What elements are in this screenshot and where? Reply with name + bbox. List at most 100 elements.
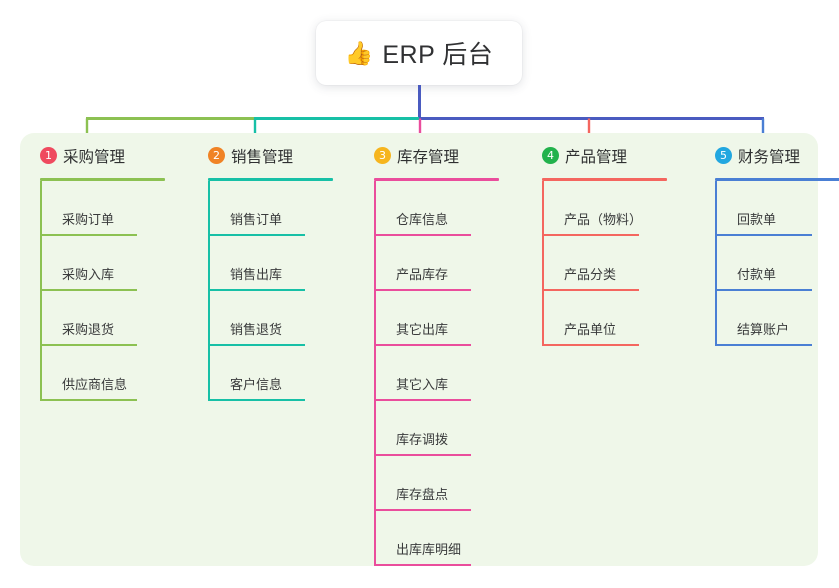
list-item[interactable]: 结算账户 [715, 291, 839, 346]
list-item[interactable]: 付款单 [715, 236, 839, 291]
item-underline [374, 509, 471, 511]
item-spine [715, 291, 717, 346]
item-underline [208, 399, 305, 401]
branch-number-badge: 2 [208, 147, 225, 164]
item-underline [40, 289, 137, 291]
branch-item-list: 回款单付款单结算账户 [715, 181, 839, 346]
item-spine [374, 511, 376, 566]
branch-column-3: 3 库存管理仓库信息产品库存其它出库其它入库库存调拨库存盘点出库库明细 [354, 133, 514, 566]
item-underline [374, 344, 471, 346]
branch-columns: 1 采购管理采购订单采购入库采购退货供应商信息 2 销售管理销售订单销售出库销售退货客… [20, 133, 839, 566]
item-label: 销售订单 [230, 212, 283, 227]
item-underline [542, 344, 639, 346]
item-label: 仓库信息 [396, 212, 449, 227]
item-underline [374, 289, 471, 291]
list-item[interactable]: 产品单位 [542, 291, 682, 346]
item-label: 库存盘点 [396, 487, 449, 502]
root-node-erp-backend[interactable]: 👍 ERP 后台 [316, 21, 522, 85]
branch-title: 采购管理 [63, 148, 126, 166]
root-node-title: ERP 后台 [382, 41, 494, 69]
item-underline [374, 234, 471, 236]
branch-item-list: 采购订单采购入库采购退货供应商信息 [40, 181, 180, 401]
list-item[interactable]: 销售出库 [208, 236, 348, 291]
item-label: 出库库明细 [396, 542, 462, 557]
item-underline [715, 289, 812, 291]
list-item[interactable]: 产品分类 [542, 236, 682, 291]
list-item[interactable]: 仓库信息 [374, 181, 514, 236]
list-item[interactable]: 其它出库 [374, 291, 514, 346]
branch-title: 库存管理 [397, 148, 460, 166]
branch-header-1[interactable]: 1 采购管理 [20, 133, 180, 178]
item-label: 结算账户 [737, 322, 790, 337]
list-item[interactable]: 供应商信息 [40, 346, 180, 401]
item-label: 其它出库 [396, 322, 449, 337]
branch-number-badge: 1 [40, 147, 57, 164]
branches-panel-background [20, 133, 818, 566]
branch-title: 产品管理 [565, 148, 628, 166]
branch-underline [715, 178, 839, 181]
item-spine [208, 346, 210, 401]
item-spine [374, 236, 376, 291]
list-item[interactable]: 销售退货 [208, 291, 348, 346]
item-spine [374, 181, 376, 236]
list-item[interactable]: 采购退货 [40, 291, 180, 346]
branch-underline [40, 178, 165, 181]
list-item[interactable]: 出库库明细 [374, 511, 514, 566]
list-item[interactable]: 产品（物料） [542, 181, 682, 236]
item-underline [374, 454, 471, 456]
item-underline [208, 344, 305, 346]
item-underline [40, 399, 137, 401]
item-spine [542, 236, 544, 291]
branch-number-badge: 5 [715, 147, 732, 164]
branch-title: 财务管理 [738, 148, 801, 166]
item-label: 销售出库 [230, 267, 283, 282]
item-label: 其它入库 [396, 377, 449, 392]
item-underline [374, 564, 471, 566]
branch-item-list: 销售订单销售出库销售退货客户信息 [208, 181, 348, 401]
item-spine [374, 456, 376, 511]
branch-title: 销售管理 [231, 148, 294, 166]
item-spine [374, 346, 376, 401]
item-label: 产品单位 [564, 322, 617, 337]
branch-underline [542, 178, 667, 181]
list-item[interactable]: 产品库存 [374, 236, 514, 291]
item-spine [542, 181, 544, 236]
item-underline [542, 289, 639, 291]
item-label: 采购退货 [62, 322, 115, 337]
list-item[interactable]: 库存盘点 [374, 456, 514, 511]
item-underline [542, 234, 639, 236]
item-label: 客户信息 [230, 377, 283, 392]
item-spine [208, 291, 210, 346]
list-item[interactable]: 回款单 [715, 181, 839, 236]
thumbs-up-icon: 👍 [344, 39, 374, 66]
item-label: 付款单 [737, 267, 777, 282]
item-underline [40, 234, 137, 236]
item-label: 采购入库 [62, 267, 115, 282]
item-spine [40, 236, 42, 291]
branch-header-2[interactable]: 2 销售管理 [188, 133, 348, 178]
item-underline [715, 234, 812, 236]
branch-header-4[interactable]: 4 产品管理 [522, 133, 682, 178]
item-spine [715, 236, 717, 291]
list-item[interactable]: 其它入库 [374, 346, 514, 401]
list-item[interactable]: 客户信息 [208, 346, 348, 401]
item-spine [208, 236, 210, 291]
item-label: 产品（物料） [564, 212, 643, 227]
item-label: 采购订单 [62, 212, 115, 227]
branch-header-5[interactable]: 5 财务管理 [695, 133, 839, 178]
branch-column-1: 1 采购管理采购订单采购入库采购退货供应商信息 [20, 133, 180, 401]
item-label: 产品分类 [564, 267, 617, 282]
branch-header-3[interactable]: 3 库存管理 [354, 133, 514, 178]
branch-number-badge: 4 [542, 147, 559, 164]
item-spine [715, 181, 717, 236]
list-item[interactable]: 库存调拨 [374, 401, 514, 456]
branch-number-badge: 3 [374, 147, 391, 164]
list-item[interactable]: 销售订单 [208, 181, 348, 236]
item-label: 销售退货 [230, 322, 283, 337]
list-item[interactable]: 采购订单 [40, 181, 180, 236]
list-item[interactable]: 采购入库 [40, 236, 180, 291]
item-underline [208, 289, 305, 291]
branch-item-list: 产品（物料） 产品分类产品单位 [542, 181, 682, 346]
branch-underline [208, 178, 333, 181]
